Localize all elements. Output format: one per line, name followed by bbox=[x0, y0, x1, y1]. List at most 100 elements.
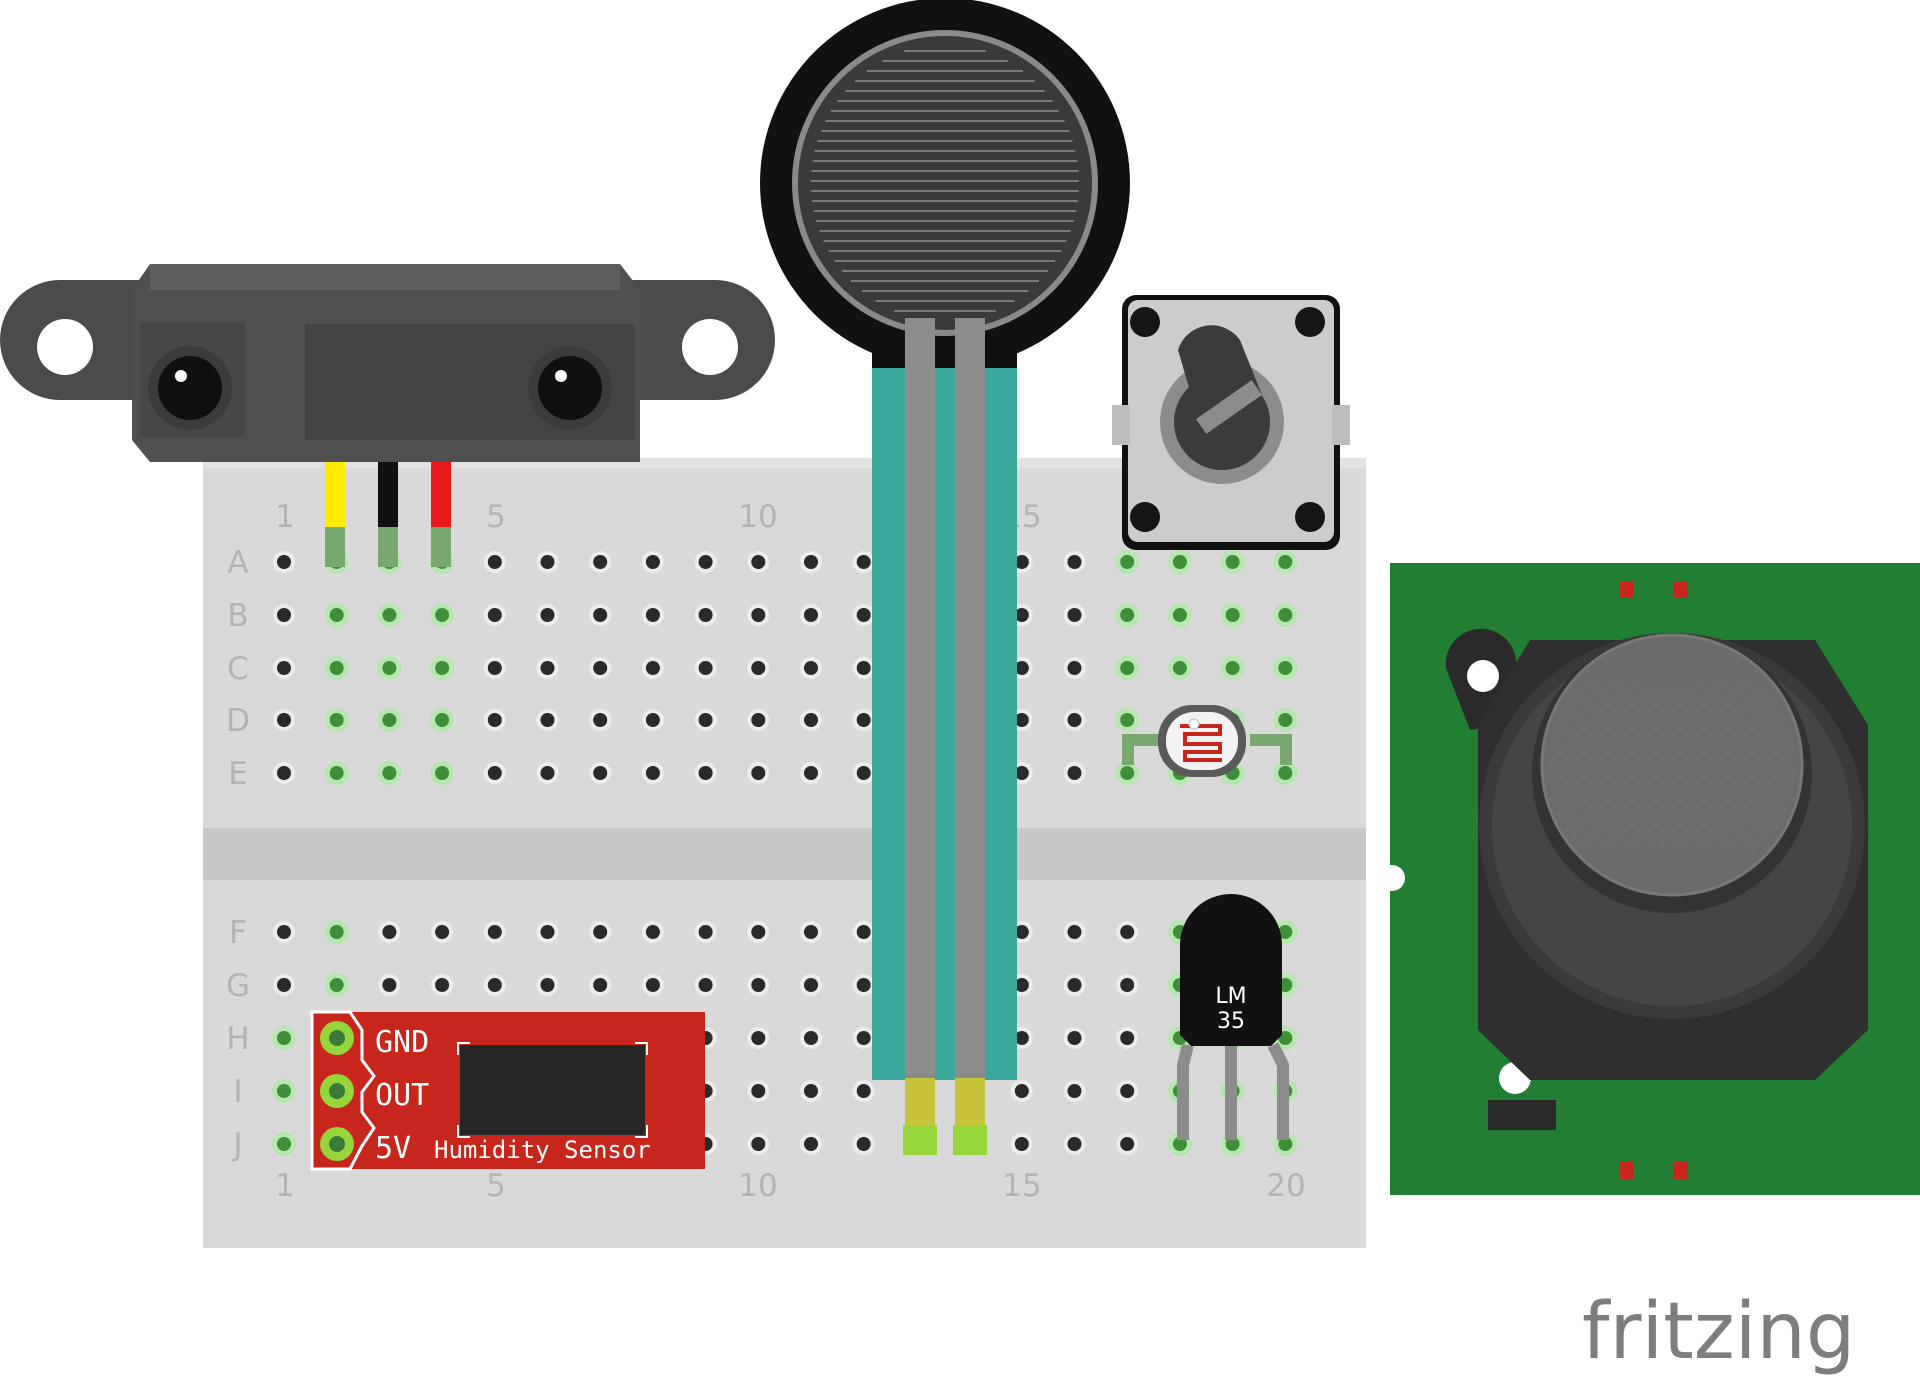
breadboard-hole bbox=[698, 978, 713, 992]
yellow-wire bbox=[325, 462, 345, 527]
breadboard-hole bbox=[645, 978, 660, 992]
breadboard-hole bbox=[1067, 925, 1082, 939]
breadboard-hole bbox=[804, 555, 818, 569]
breadboard-hole bbox=[382, 608, 397, 622]
joystick-module bbox=[1379, 563, 1920, 1195]
receiver-lens bbox=[538, 356, 602, 420]
breadboard-hole bbox=[329, 661, 344, 675]
breadboard-hole bbox=[1120, 1084, 1135, 1098]
breadboard-hole bbox=[1014, 608, 1029, 622]
breadboard-hole bbox=[1067, 1031, 1082, 1045]
pot-slot bbox=[1195, 380, 1263, 434]
chip-silkscreen bbox=[457, 1042, 648, 1138]
breadboard-hole bbox=[382, 766, 397, 780]
ldr-leg bbox=[1122, 734, 1165, 765]
cap-texture-line bbox=[1557, 678, 1731, 852]
breadboard-hole bbox=[382, 925, 397, 939]
row-label: G bbox=[226, 968, 250, 1004]
breadboard-hole bbox=[1278, 766, 1293, 780]
breadboard-hole bbox=[856, 555, 871, 569]
pot-screw bbox=[1130, 307, 1160, 337]
breadboard-hole bbox=[1014, 555, 1029, 569]
breadboard-hole bbox=[1067, 766, 1082, 780]
breadboard-hole bbox=[804, 766, 818, 780]
breadboard-hole bbox=[487, 978, 502, 992]
breadboard-hole bbox=[540, 925, 555, 939]
force-sensitive-resistor bbox=[760, 0, 1130, 1155]
breadboard-hole bbox=[804, 1137, 818, 1151]
breadboard-hole bbox=[698, 608, 713, 622]
breadboard-holes bbox=[272, 550, 1298, 1156]
pot-screw bbox=[1295, 307, 1325, 337]
breadboard-hole bbox=[645, 608, 660, 622]
breadboard-hole bbox=[487, 661, 502, 675]
breadboard-hole bbox=[593, 925, 608, 939]
breadboard-hole bbox=[329, 608, 344, 622]
fritzing-logo: fritzing bbox=[1582, 1287, 1855, 1377]
header-pin-hole bbox=[329, 1083, 345, 1099]
pot-screw bbox=[1295, 502, 1325, 532]
photoresistor bbox=[1122, 705, 1292, 777]
breadboard-hole bbox=[1225, 1137, 1240, 1151]
breadboard-hole bbox=[856, 925, 871, 939]
breadboard-hole bbox=[1067, 661, 1082, 675]
cap-texture-line bbox=[1548, 680, 1717, 850]
pin-label-gnd: GND bbox=[375, 1025, 429, 1060]
cap-texture-line bbox=[1548, 689, 1660, 841]
column-label: 1 bbox=[275, 499, 295, 535]
lm35-temperature-sensor: LM 35 bbox=[1177, 894, 1289, 1140]
cap-texture-line bbox=[1674, 687, 1796, 843]
breadboard-hole bbox=[751, 925, 766, 939]
breadboard-hole bbox=[540, 555, 555, 569]
breadboard-top-edge bbox=[203, 458, 1366, 468]
breadboard-hole bbox=[277, 661, 291, 675]
breadboard-hole bbox=[698, 766, 713, 780]
breadboard-hole bbox=[593, 661, 608, 675]
breadboard-hole bbox=[1014, 1084, 1029, 1098]
row-label: B bbox=[227, 598, 248, 634]
breadboard-hole bbox=[435, 978, 450, 992]
breadboard-hole bbox=[1120, 555, 1135, 569]
breadboard-hole bbox=[540, 661, 555, 675]
breadboard-hole bbox=[540, 978, 555, 992]
cap-texture-line bbox=[1548, 681, 1704, 849]
breadboard-hole bbox=[804, 608, 818, 622]
breadboard-hole bbox=[329, 766, 344, 780]
breadboard-hole bbox=[277, 1031, 291, 1045]
smd-pad bbox=[1674, 581, 1688, 598]
breadboard-hole bbox=[329, 713, 344, 727]
ldr-highlight bbox=[1188, 718, 1200, 730]
breadboard-hole bbox=[645, 766, 660, 780]
breadboard-hole bbox=[382, 978, 397, 992]
breadboard-hole bbox=[487, 713, 502, 727]
breadboard-hole bbox=[540, 608, 555, 622]
breadboard-hole bbox=[1172, 555, 1187, 569]
breadboard-hole bbox=[698, 713, 713, 727]
breadboard-hole bbox=[593, 713, 608, 727]
cap-texture-line bbox=[1592, 677, 1768, 853]
breadboard-center-channel bbox=[203, 828, 1366, 880]
cap-texture-line bbox=[1580, 677, 1756, 853]
breadboard-hole bbox=[751, 978, 766, 992]
cap-texture-line bbox=[1722, 699, 1796, 831]
humidity-sensor-board: GND OUT 5V Humidity Sensor bbox=[310, 1010, 705, 1171]
sensor-chip bbox=[460, 1045, 645, 1135]
cap-texture-line bbox=[1618, 679, 1790, 851]
breadboard-hole bbox=[1067, 608, 1082, 622]
black-wire bbox=[378, 462, 398, 527]
breadboard-hole bbox=[382, 661, 397, 675]
breadboard-hole bbox=[435, 925, 450, 939]
header-pin-hole bbox=[329, 1136, 345, 1152]
breadboard-hole bbox=[277, 1137, 291, 1151]
column-label: 15 bbox=[1002, 1168, 1041, 1204]
pot-screw bbox=[1130, 502, 1160, 532]
breadboard-hole bbox=[698, 555, 713, 569]
breadboard-hole bbox=[540, 766, 555, 780]
column-label: 10 bbox=[738, 1168, 777, 1204]
breadboard-hole bbox=[435, 661, 450, 675]
breadboard-hole bbox=[856, 713, 871, 727]
breadboard-hole bbox=[382, 713, 397, 727]
breadboard-hole bbox=[1120, 978, 1135, 992]
fsr-active-area bbox=[792, 30, 1098, 336]
breadboard-hole bbox=[1067, 555, 1082, 569]
